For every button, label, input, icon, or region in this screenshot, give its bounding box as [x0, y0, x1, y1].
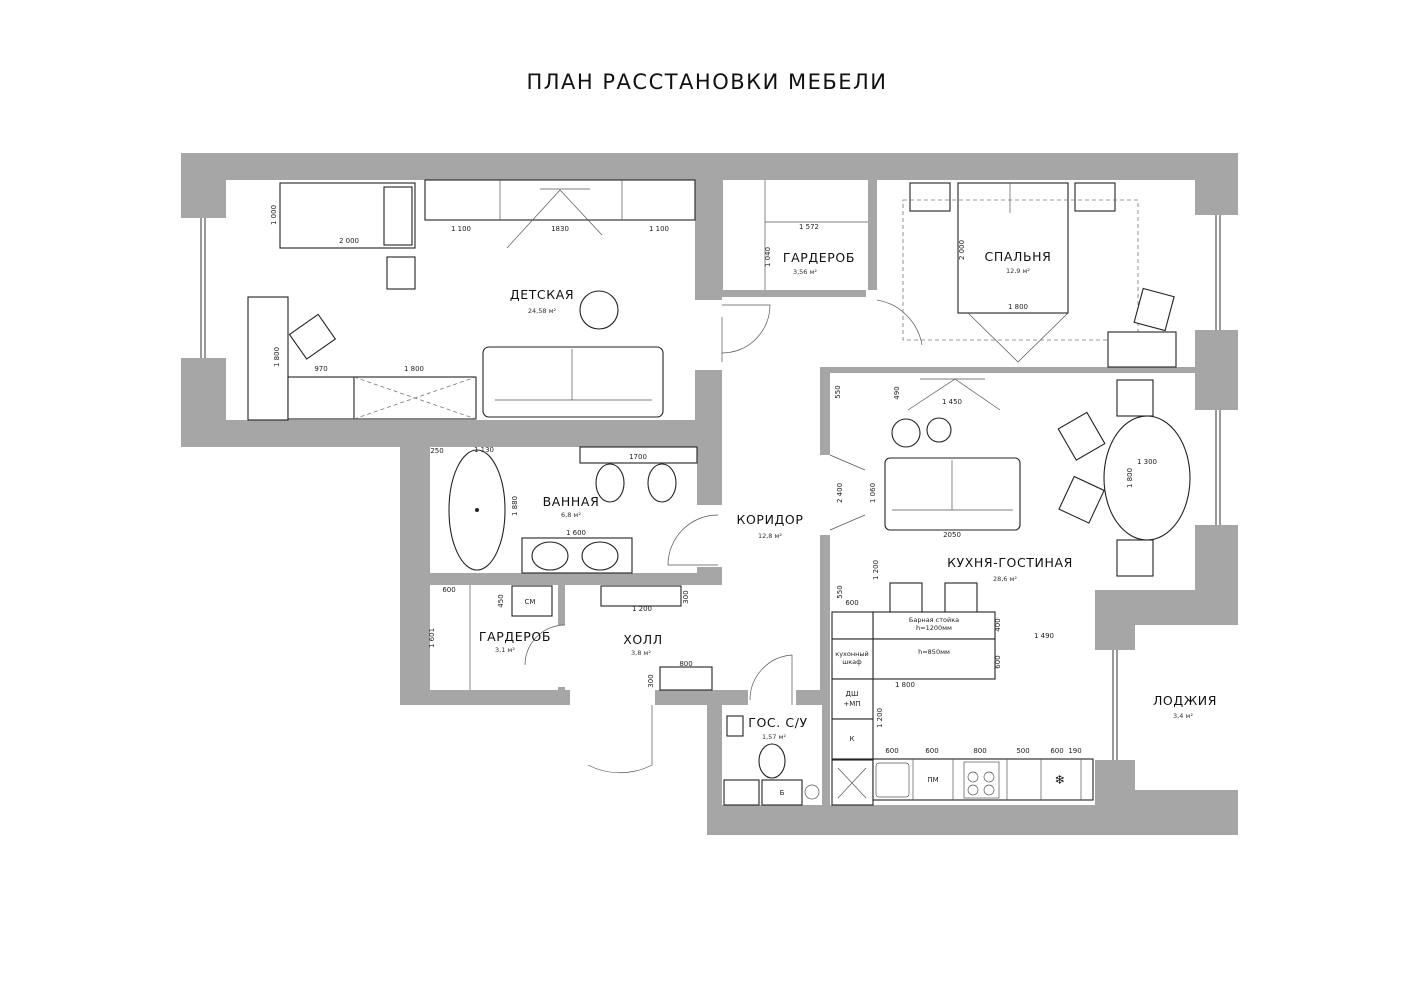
dimension: 1 100 [649, 225, 669, 233]
door-swings [524, 299, 923, 774]
windows [181, 215, 1238, 760]
dishwasher-label-1: ДШ [846, 690, 859, 698]
k-label: К [850, 735, 855, 743]
dishwasher-label-2: +МП [843, 700, 860, 708]
bar-label: Барная стойка [909, 616, 959, 624]
dimension: 1 800 [1008, 303, 1028, 311]
page-title: ПЛАН РАССТАНОВКИ МЕБЕЛИ [526, 70, 888, 94]
dimension: 500 [1016, 747, 1029, 755]
dimension: 2 000 [958, 240, 966, 260]
dimension: 600 [994, 655, 1002, 668]
room-name-corridor: КОРИДОР [737, 512, 804, 527]
dimension: 1 200 [876, 708, 884, 728]
dimension: 600 [925, 747, 938, 755]
room-name-bedroom: СПАЛЬНЯ [985, 249, 1052, 264]
room-name-wardrobe1: ГАРДЕРОБ [783, 250, 855, 265]
dimension: 2 400 [836, 483, 844, 503]
dimension: 550 [836, 585, 844, 598]
dimension: 1 200 [872, 560, 880, 580]
boiler-label: Б [780, 789, 785, 797]
room-area-bedroom: 12,9 м² [1006, 267, 1030, 275]
room-area-wardrobe1: 3,56 м² [793, 268, 817, 276]
dimension: 1830 [551, 225, 569, 233]
room-name-loggia: ЛОДЖИЯ [1153, 693, 1217, 708]
bar-height: h=1200мм [916, 624, 952, 632]
room-name-hall: ХОЛЛ [623, 632, 663, 647]
dimension: 600 [845, 599, 858, 607]
dimension: 1 800 [1126, 468, 1134, 488]
room-area-kitchen: 28,6 м² [993, 575, 1017, 583]
room-name-bathroom: ВАННАЯ [543, 494, 600, 509]
cabinet-label-2: шкаф [842, 658, 862, 666]
dimension: 1 880 [511, 496, 519, 516]
dimension: 1 600 [566, 529, 586, 537]
dimension-labels: 1 000 2 000 1 100 1830 1 100 1 800 970 1… [270, 205, 1157, 755]
room-area-kids: 24,58 м² [528, 307, 557, 315]
dimension: 190 [1068, 747, 1081, 755]
dimension: 600 [442, 586, 455, 594]
dimension: 1 040 [764, 247, 772, 267]
room-name-kitchen: КУХНЯ-ГОСТИНАЯ [947, 555, 1073, 570]
dimension: 1 200 [632, 605, 652, 613]
room-area-loggia: 3,4 м² [1173, 712, 1193, 720]
kids-room-furniture [247, 179, 696, 421]
room-area-corridor: 12,8 м² [758, 532, 782, 540]
island-height: h=850мм [918, 648, 950, 656]
washing-machine-label: СМ [525, 598, 536, 606]
room-area-guest-wc: 1,57 м² [762, 733, 786, 741]
dimension: 970 [314, 365, 327, 373]
dimension: 1 130 [474, 446, 494, 454]
dimension: 1 601 [428, 628, 436, 648]
dimension: 800 [973, 747, 986, 755]
dimension: 300 [647, 674, 655, 687]
dimension: 600 [885, 747, 898, 755]
dimension: 1 000 [270, 205, 278, 225]
dimension: 600 [1050, 747, 1063, 755]
dimension: 1 300 [1137, 458, 1157, 466]
bathroom-furniture [448, 446, 820, 806]
dimension: 400 [994, 618, 1002, 631]
room-area-hall: 3,8 м² [631, 649, 651, 657]
furniture-labels: Барная стойка h=1200мм h=850мм кухонный … [525, 598, 960, 797]
dimension: 1 100 [451, 225, 471, 233]
kitchen-living-furniture: ❄ [831, 378, 1191, 806]
bedroom-furniture [764, 180, 1177, 368]
dimension: 1 800 [404, 365, 424, 373]
cabinet-label-1: кухонный [835, 650, 868, 658]
dimension: 1 572 [799, 223, 819, 231]
room-labels: ДЕТСКАЯ 24,58 м² ГАРДЕРОБ 3,56 м² СПАЛЬН… [479, 249, 1217, 741]
dimension: 2050 [943, 531, 961, 539]
snowflake-fridge-icon: ❄ [1054, 772, 1065, 787]
room-name-kids: ДЕТСКАЯ [510, 287, 574, 302]
dimension: 1700 [629, 453, 647, 461]
room-name-wardrobe2: ГАРДЕРОБ [479, 629, 551, 644]
dimension: 2 000 [339, 237, 359, 245]
room-area-wardrobe2: 3,1 м² [495, 646, 515, 654]
dimension: 550 [834, 385, 842, 398]
dimension: 1 450 [942, 398, 962, 406]
dimension: 300 [682, 590, 690, 603]
dimension: 450 [497, 594, 505, 607]
dimension: 1 490 [1034, 632, 1054, 640]
room-name-guest-wc: ГОС. С/У [748, 715, 808, 730]
pm-label: ПМ [927, 776, 938, 784]
room-area-bathroom: 6,8 м² [561, 511, 581, 519]
dimension: 1 060 [869, 483, 877, 503]
dimension: 1 800 [273, 347, 281, 367]
dimension: 1 800 [895, 681, 915, 689]
dimension: 250 [430, 447, 443, 455]
dimension: 490 [893, 386, 901, 399]
dimension: 800 [679, 660, 692, 668]
